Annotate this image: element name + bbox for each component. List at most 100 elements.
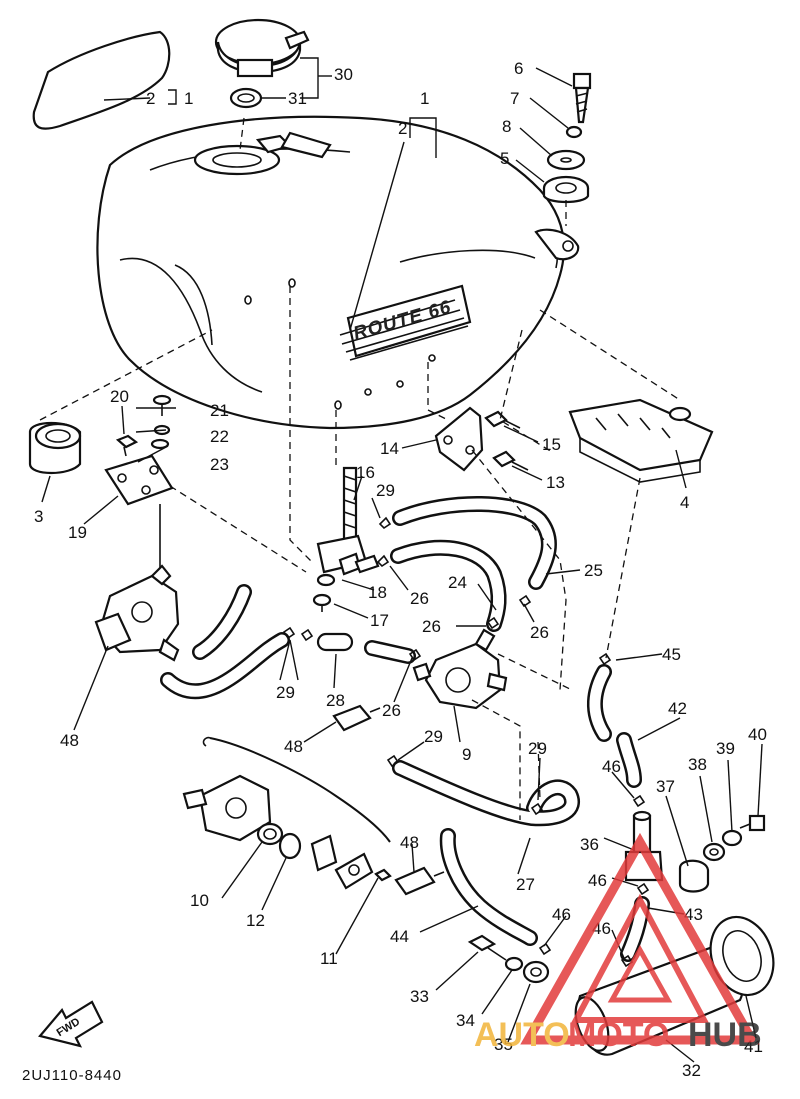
watermark-hub: HUB (688, 1016, 762, 1054)
callout-46: 46 (602, 757, 621, 776)
callout-48: 48 (400, 833, 419, 852)
callout-48: 48 (60, 731, 79, 750)
washer-23 (150, 438, 170, 450)
watermark-auto: AUTO (474, 1016, 570, 1054)
cap-gasket (229, 87, 263, 109)
leader-lines (41, 57, 763, 1063)
hose-28 (316, 632, 416, 664)
callout-8: 8 (502, 117, 511, 136)
callout-20: 20 (110, 387, 129, 406)
bolt-33 (467, 934, 507, 961)
callout-12: 12 (246, 911, 265, 930)
callout-29: 29 (528, 739, 547, 758)
damper-3 (28, 422, 82, 474)
callout-5: 5 (500, 149, 509, 168)
callout-28: 28 (326, 691, 345, 710)
callout-29: 29 (424, 727, 443, 746)
callout-26: 26 (410, 589, 429, 608)
callout-6: 6 (514, 59, 523, 78)
hose-25 (390, 539, 507, 632)
bolt-15 (484, 410, 521, 429)
washer-7 (565, 125, 583, 139)
watermark-moto: MOTO (568, 1016, 669, 1054)
callout-24: 24 (448, 573, 467, 592)
damper-5 (542, 175, 590, 204)
screw-17 (312, 593, 332, 612)
callout-36: 36 (580, 835, 599, 854)
callout-46: 46 (552, 905, 571, 924)
assembly-lines (39, 117, 681, 820)
gasket-18 (316, 573, 336, 587)
callout-21: 21 (210, 401, 229, 420)
callout-4: 4 (680, 493, 689, 512)
washer-38 (702, 842, 726, 862)
callout-37: 37 (656, 777, 675, 796)
callout-15: 15 (542, 435, 561, 454)
o-ring-12 (278, 832, 302, 860)
callout-labels: 1 2 1 2 30 31 6 7 8 5 3 4 14 15 13 20 21… (34, 59, 767, 1080)
pump-body-lower (182, 774, 272, 842)
callout-1: 1 (184, 89, 193, 108)
grommet-35 (522, 960, 550, 984)
callout-45: 45 (662, 645, 681, 664)
hose-27 (392, 760, 580, 827)
callout-13: 13 (546, 473, 565, 492)
hose-44 (439, 828, 538, 946)
callout-16: 16 (356, 463, 375, 482)
callout-3: 3 (34, 507, 43, 526)
fuel-pump-48 (94, 564, 180, 662)
callout-26: 26 (530, 623, 549, 642)
callout-18: 18 (368, 583, 387, 602)
bolt-6 (572, 72, 592, 124)
fuel-cock-16 (316, 466, 380, 576)
callout-42: 42 (668, 699, 687, 718)
callout-34: 34 (456, 1011, 475, 1030)
bolt-40 (739, 814, 766, 832)
pump-cover (334, 852, 374, 890)
collar-34 (504, 956, 524, 972)
bracket-14 (434, 406, 484, 472)
callout-29: 29 (276, 683, 295, 702)
callout-26: 26 (382, 701, 401, 720)
callout-46: 46 (588, 871, 607, 890)
connector-48-center (332, 704, 381, 732)
screw-11 (374, 868, 392, 882)
hose-42 (586, 664, 642, 788)
bolt-13 (492, 450, 529, 471)
callout-10: 10 (190, 891, 209, 910)
valve-part (310, 834, 338, 872)
rear-bracket-4 (568, 398, 714, 483)
callout-2: 2 (146, 89, 155, 108)
watermark-triangle (520, 832, 760, 1045)
callout-25: 25 (584, 561, 603, 580)
callout-2: 2 (398, 119, 407, 138)
callout-48: 48 (284, 737, 303, 756)
bracket-outline (202, 736, 391, 843)
fuel-cap (214, 18, 310, 78)
callout-9: 9 (462, 745, 471, 764)
fwd-arrow: FWD (38, 1000, 104, 1048)
callout-17: 17 (370, 611, 389, 630)
callout-27: 27 (516, 875, 535, 894)
callout-39: 39 (716, 739, 735, 758)
callout-7: 7 (510, 89, 519, 108)
callout-1: 1 (420, 89, 429, 108)
diagram-code: 2UJ110-8440 (22, 1067, 122, 1084)
washer-8 (546, 149, 586, 171)
callout-40: 40 (748, 725, 767, 744)
connector-48-lower (394, 866, 445, 896)
plate-19 (104, 454, 174, 575)
washer-39 (721, 829, 743, 847)
callout-14: 14 (380, 439, 399, 458)
callout-19: 19 (68, 523, 87, 542)
watermark: AUTO MOTO HUB (474, 832, 762, 1054)
screw-21 (152, 394, 172, 416)
bolt-20 (115, 434, 139, 457)
hose-24 (392, 495, 557, 590)
callout-29: 29 (376, 481, 395, 500)
clamp-37 (678, 859, 710, 893)
callout-23: 23 (210, 455, 229, 474)
callout-30: 30 (334, 65, 353, 84)
fuel-pump-9 (412, 628, 508, 710)
